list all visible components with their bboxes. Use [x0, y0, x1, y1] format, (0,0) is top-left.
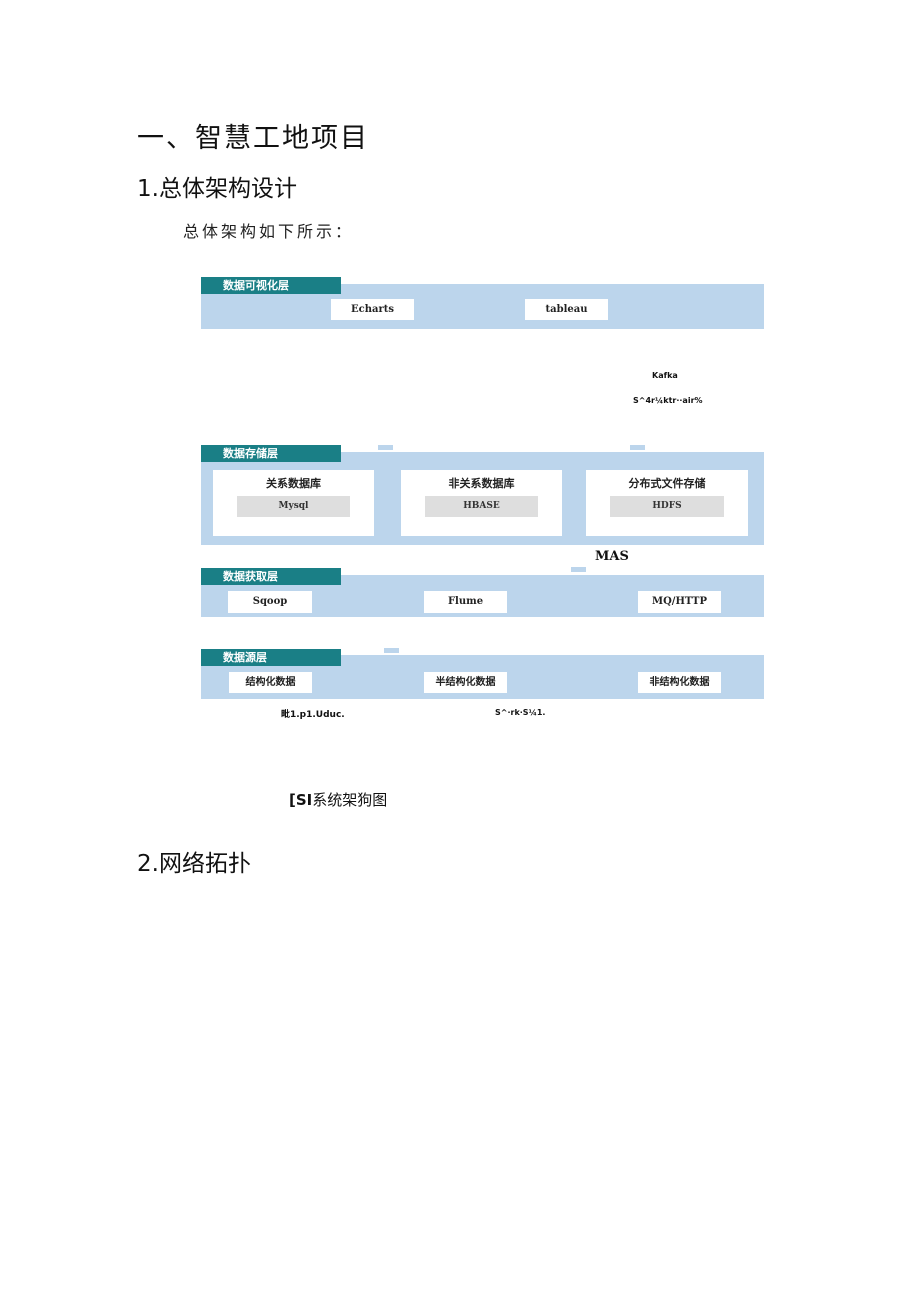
acquisition-layer-tag: 数据获取层	[201, 568, 341, 585]
caption-prefix: [SI	[289, 791, 313, 809]
semi-structured-data-box: 半结构化数据	[424, 672, 507, 693]
unstructured-data-box: 非结构化数据	[638, 672, 721, 693]
connector	[571, 567, 586, 572]
connector	[384, 648, 399, 653]
source-layer-tag: 数据源层	[201, 649, 341, 666]
figure-caption: [SI系统架狗图	[289, 789, 387, 810]
structured-data-box: 结构化数据	[229, 672, 312, 693]
mysql-box: Mysql	[237, 496, 350, 517]
kafka-sub-label: S^4r¼ktr··air%	[633, 396, 703, 405]
flume-box: Flume	[424, 591, 507, 613]
caption-text: 系统架狗图	[312, 791, 388, 809]
panel-title: 关系数据库	[266, 477, 321, 490]
footnote-left: 毗1.p1.Uduc.	[281, 710, 345, 720]
relational-db-panel: 关系数据库 Mysql	[213, 470, 374, 536]
hbase-box: HBASE	[425, 496, 538, 517]
footnote-right: S^·rk·S¼1.	[495, 708, 546, 717]
panel-title: 非关系数据库	[448, 477, 515, 490]
mas-label: MAS	[595, 549, 629, 564]
storage-layer-tag: 数据存储层	[201, 445, 341, 462]
connector	[630, 445, 645, 450]
hdfs-box: HDFS	[610, 496, 724, 517]
sqoop-box: Sqoop	[228, 591, 312, 613]
kafka-label: Kafka	[652, 371, 678, 380]
distributed-fs-panel: 分布式文件存储 HDFS	[586, 470, 748, 536]
intro-text: 总体架构如下所示：	[183, 222, 355, 241]
section-title-network: 2.网络拓扑	[137, 851, 251, 877]
echarts-box: Echarts	[331, 299, 414, 320]
mq-http-box: MQ/HTTP	[638, 591, 721, 613]
tableau-box: tableau	[525, 299, 608, 320]
section-title-architecture: 1.总体架构设计	[137, 176, 297, 202]
visual-layer-tag: 数据可视化层	[201, 277, 341, 294]
document-heading: 一、智慧工地项目	[137, 123, 369, 154]
connector	[378, 445, 393, 450]
panel-title: 分布式文件存储	[628, 477, 706, 490]
nonrelational-db-panel: 非关系数据库 HBASE	[401, 470, 562, 536]
